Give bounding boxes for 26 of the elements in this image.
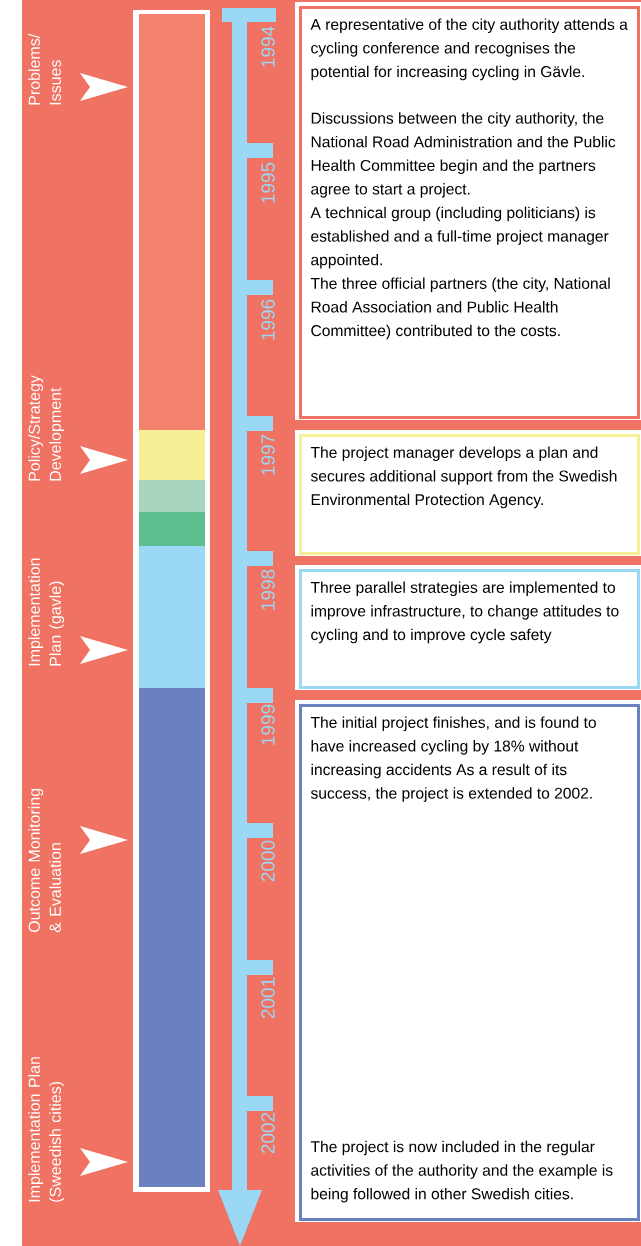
phase-label: Policy/Strategy Development: [28, 375, 65, 481]
phase-label: Implementation Plan (gavle): [28, 558, 65, 666]
year-label: 1998: [261, 569, 275, 610]
paragraph: Discussions between the city authority, the National Road Administration and the Public Health Committee begin and the partners agree to start a project.: [311, 112, 616, 198]
paragraph: The project is now included in the regular activities of the authority and the example is being followed in other Swedish cities.: [310, 1140, 613, 1203]
year-label: 1995: [261, 162, 275, 203]
phase-label: Problems/ Issues: [28, 33, 61, 105]
year-label: 1996: [261, 299, 275, 340]
paragraph: The project manager develops a plan and secures additional support from the Swedish Environmental Protection Agency.: [310, 446, 617, 509]
year-label: 1999: [261, 704, 275, 745]
year-label: 1994: [261, 26, 275, 67]
text-box: [295, 430, 641, 556]
phase-label: Implementation Plan (Sweedish cities): [28, 1057, 65, 1202]
year-label: 2000: [261, 840, 275, 882]
phase-label: Outcome Monitoring & Evaluation: [28, 788, 61, 933]
year-label: 2002: [261, 1112, 275, 1154]
year-label: 2001: [261, 977, 275, 1019]
paragraph: A technical group (including politicians) is established and a full-time project manager appointed.: [310, 206, 609, 269]
text-box: [295, 565, 641, 690]
paragraph: Three parallel strategies are implemented to improve infrastructure, to change attitudes to cycling and to improve cycle safety: [310, 581, 619, 644]
paragraph: The three official partners (the city, National Road Association and Public Health Committee) contributed to the costs.: [310, 277, 610, 340]
paragraph: The initial project finishes, and is found to have increased cycling by 18% without increasing accidents As a result of its success, the project is extended to 2002.: [310, 716, 596, 802]
paragraph: A representative of the city authority attends a cycling conference and recognises the potential for increasing cycling in Gävle.: [310, 18, 628, 81]
text-box: [295, 700, 641, 1222]
year-label: 1997: [261, 434, 275, 475]
text-box: [295, 2, 641, 420]
